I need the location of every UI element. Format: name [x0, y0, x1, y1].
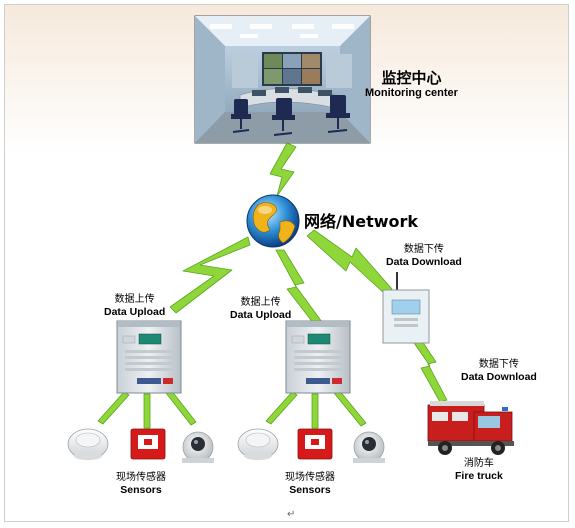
- link-panel-left-to-sensor-camera: [165, 389, 197, 426]
- data-download-top-label: 数据下传 Data Download: [386, 244, 462, 268]
- data-upload-left-en: Data Upload: [104, 305, 166, 318]
- paragraph-mark: ↵: [287, 509, 296, 520]
- smoke-detector-icon: [67, 428, 109, 460]
- sensors-left-label: 现场传感器 Sensors: [116, 472, 166, 496]
- link-center-to-network: [269, 142, 297, 197]
- link-panel-right-to-sensor-alarm: [311, 393, 319, 429]
- fire-truck-zh: 消防车: [463, 458, 494, 469]
- data-upload-left-label: 数据上传 Data Upload: [104, 294, 165, 318]
- link-network-to-transmitter: [306, 229, 393, 295]
- sensors-left-en: Sensors: [120, 483, 162, 496]
- sensor-group-right: [237, 428, 385, 463]
- link-panel-right-to-sensor-camera: [333, 389, 367, 427]
- dome-camera-icon: [182, 431, 214, 463]
- link-network-to-panel-left: [169, 236, 251, 314]
- link-panel-left-to-sensor-smoke: [97, 391, 130, 425]
- sensors-right-zh: 现场传感器: [285, 472, 335, 483]
- sensors-right-label: 现场传感器 Sensors: [285, 472, 335, 496]
- data-upload-right-label: 数据上传 Data Upload: [230, 297, 291, 321]
- monitoring-center-label: 监控中心 Monitoring center: [365, 69, 458, 100]
- manual-alarm-button-icon: [297, 428, 333, 460]
- globe-icon: [246, 194, 300, 248]
- link-panel-left-to-sensor-alarm: [143, 393, 151, 429]
- sensor-groups: [67, 428, 385, 463]
- data-download-top-en: Data Download: [386, 255, 462, 268]
- monitoring-center-label-en: Monitoring center: [365, 87, 458, 100]
- smoke-detector-icon: [237, 428, 279, 460]
- fire-truck-en: Fire truck: [455, 469, 503, 482]
- data-upload-left-zh: 数据上传: [114, 294, 155, 305]
- data-download-bottom-label: 数据下传 Data Download: [461, 359, 537, 383]
- data-download-top-zh: 数据下传: [403, 244, 444, 255]
- control-panels: [116, 320, 351, 394]
- fire-truck-label: 消防车 Fire truck: [455, 458, 503, 482]
- data-download-bottom-en: Data Download: [461, 370, 537, 383]
- sensors-left-zh: 现场传感器: [116, 472, 166, 483]
- control-panel-right: [285, 320, 351, 394]
- image-border: [4, 4, 569, 522]
- data-upload-right-zh: 数据上传: [240, 297, 281, 308]
- dome-camera-icon: [353, 431, 385, 463]
- wireless-links: [97, 142, 448, 429]
- fire-truck-image: [427, 401, 514, 455]
- sensor-group-left: [67, 428, 214, 463]
- manual-alarm-button-icon: [130, 428, 166, 460]
- monitoring-center-image: [194, 15, 371, 144]
- monitoring-center-label-zh: 监控中心: [381, 69, 442, 87]
- link-transmitter-to-firetruck: [411, 337, 448, 403]
- control-panel-left: [116, 320, 182, 394]
- data-download-bottom-zh: 数据下传: [478, 359, 519, 370]
- transmitter-device: [382, 272, 430, 344]
- data-upload-right-en: Data Upload: [230, 308, 292, 321]
- sensors-right-en: Sensors: [289, 483, 331, 496]
- link-panel-right-to-sensor-smoke: [265, 391, 298, 425]
- network-label: 网络/Network: [304, 212, 419, 231]
